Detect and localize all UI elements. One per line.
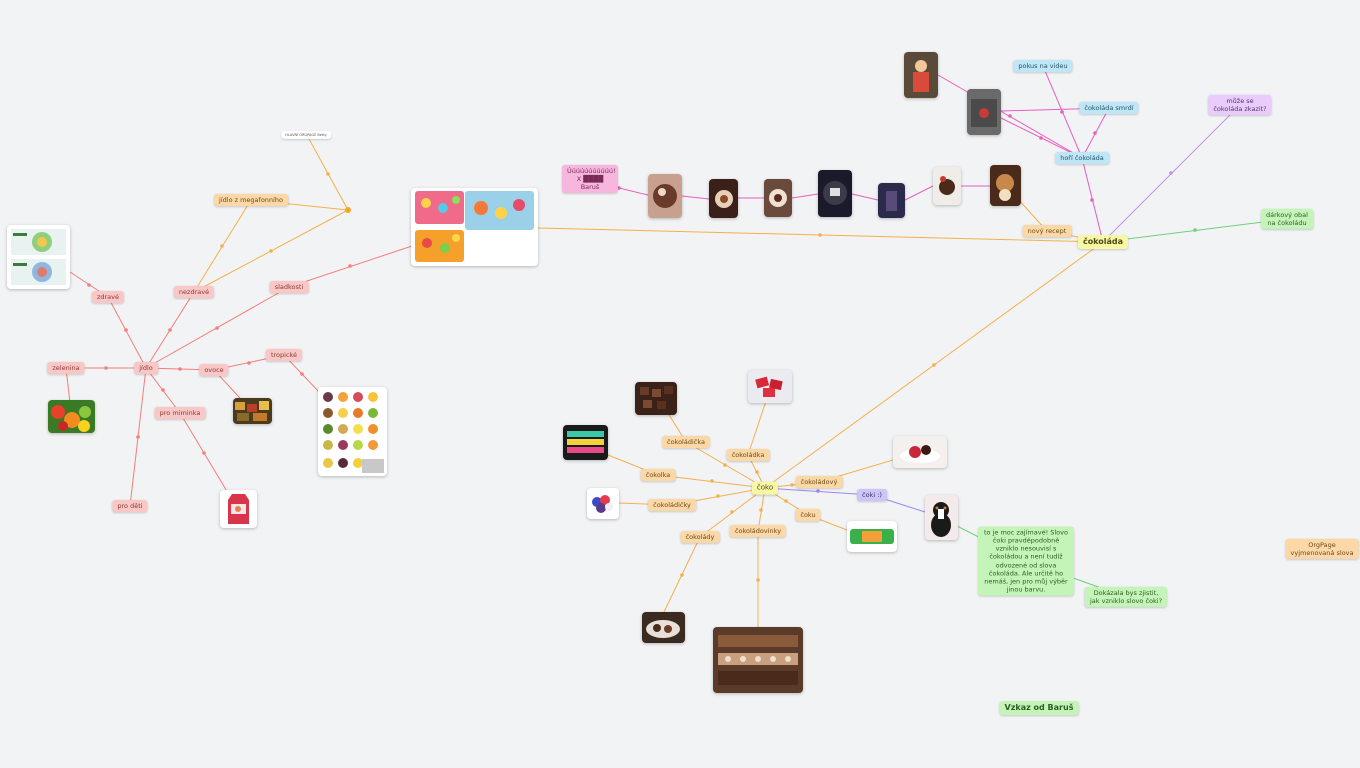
node-pro-deti[interactable]: pro děti: [112, 499, 148, 513]
node-pokus[interactable]: pokus na videu: [1013, 59, 1073, 73]
node-zdrave[interactable]: zdravé: [91, 290, 125, 304]
vegetables-image[interactable]: [48, 400, 95, 433]
candy-bar-image[interactable]: [847, 521, 897, 552]
recipe-step-1-image[interactable]: [648, 174, 682, 218]
baby-food-pouch-image[interactable]: [220, 490, 257, 528]
node-cokoladovinky[interactable]: čokoládovinky: [729, 524, 787, 538]
node-muze-se[interactable]: může se čokoláda zkazit?: [1208, 94, 1272, 116]
chocolate-bars-image[interactable]: [563, 425, 608, 460]
node-cokolada[interactable]: čokoláda: [1077, 235, 1129, 249]
node-coki[interactable]: čoki :): [857, 488, 887, 502]
bernese-dog-photo[interactable]: [925, 495, 958, 540]
node-zajimave[interactable]: to je moc zajímavé! Slovo čoki pravděpod…: [978, 526, 1074, 596]
node-tropicke[interactable]: tropické: [265, 348, 303, 362]
node-jidlo[interactable]: jídlo: [134, 361, 158, 375]
node-ovoce[interactable]: ovoce: [199, 363, 229, 377]
node-orgpage[interactable]: OrgPage vyjmenovaná slova: [1285, 538, 1359, 560]
tropical-fruits-image[interactable]: [318, 387, 387, 476]
fruit-market-image[interactable]: [233, 398, 272, 424]
candy-pile-image[interactable]: [587, 488, 619, 519]
node-cokoladicky[interactable]: čokoládičky: [648, 498, 696, 512]
node-hori-cokolada[interactable]: hoří čokoláda: [1055, 151, 1109, 165]
node-vzkaz[interactable]: Vzkaz od Baruš: [999, 701, 1079, 715]
node-cokoladicka[interactable]: čokoládička: [662, 435, 710, 449]
sweets-collage-image[interactable]: [411, 188, 538, 266]
node-cokoladovy[interactable]: čokoládový: [795, 475, 843, 489]
node-darkovy-obal[interactable]: dárkový obal na čokoládu: [1261, 208, 1313, 230]
node-nezdrave[interactable]: nezdravé: [173, 285, 215, 299]
truffles-plate-image[interactable]: [642, 612, 685, 643]
recipe-step-7-image[interactable]: [990, 165, 1021, 206]
red-chocolates-image[interactable]: [748, 370, 792, 403]
chocolate-pieces-image[interactable]: [635, 382, 677, 415]
link-anchor-dot: [345, 207, 351, 213]
chocolate-dessert-image[interactable]: [893, 436, 947, 468]
node-cokolada-smrdi[interactable]: čokoláda smrdí: [1079, 101, 1139, 115]
node-cokus[interactable]: čoku: [795, 508, 821, 522]
node-cokoladka[interactable]: čokoládka: [726, 448, 770, 462]
node-cokolady[interactable]: čokolády: [680, 530, 720, 544]
node-novy-recept[interactable]: nový recept: [1022, 224, 1072, 238]
node-coko[interactable]: čoko: [751, 481, 779, 495]
zdrave-infographic-image[interactable]: [7, 225, 70, 289]
recipe-step-2-image[interactable]: [709, 179, 738, 218]
node-cokolka[interactable]: čokolka: [640, 468, 676, 482]
burnt-chocolate-photo[interactable]: [967, 89, 1001, 135]
recipe-step-5-image[interactable]: [878, 183, 905, 218]
node-zelenina[interactable]: zelenina: [47, 361, 85, 375]
node-sladkosti[interactable]: sladkosti: [269, 280, 309, 294]
recipe-step-3-image[interactable]: [764, 179, 792, 217]
node-hlavni-orgpage[interactable]: HLAVNÍ ORGPAGE Betty: [281, 130, 331, 140]
node-jidlo-megafon[interactable]: jídlo z megafonního: [214, 193, 288, 207]
recipe-step-4-image[interactable]: [818, 170, 852, 217]
recipe-step-6-image[interactable]: [933, 167, 961, 205]
node-dokazala[interactable]: Dokázala bys zjistit, jak vzniklo slovo …: [1084, 586, 1168, 608]
node-uzasne[interactable]: Úúúúúúúúúúú! X ████ Baruš: [562, 164, 618, 194]
video-person-photo[interactable]: [904, 52, 938, 98]
chocolate-shop-image[interactable]: [713, 627, 803, 693]
node-pro-miminka[interactable]: pro miminka: [154, 406, 206, 420]
